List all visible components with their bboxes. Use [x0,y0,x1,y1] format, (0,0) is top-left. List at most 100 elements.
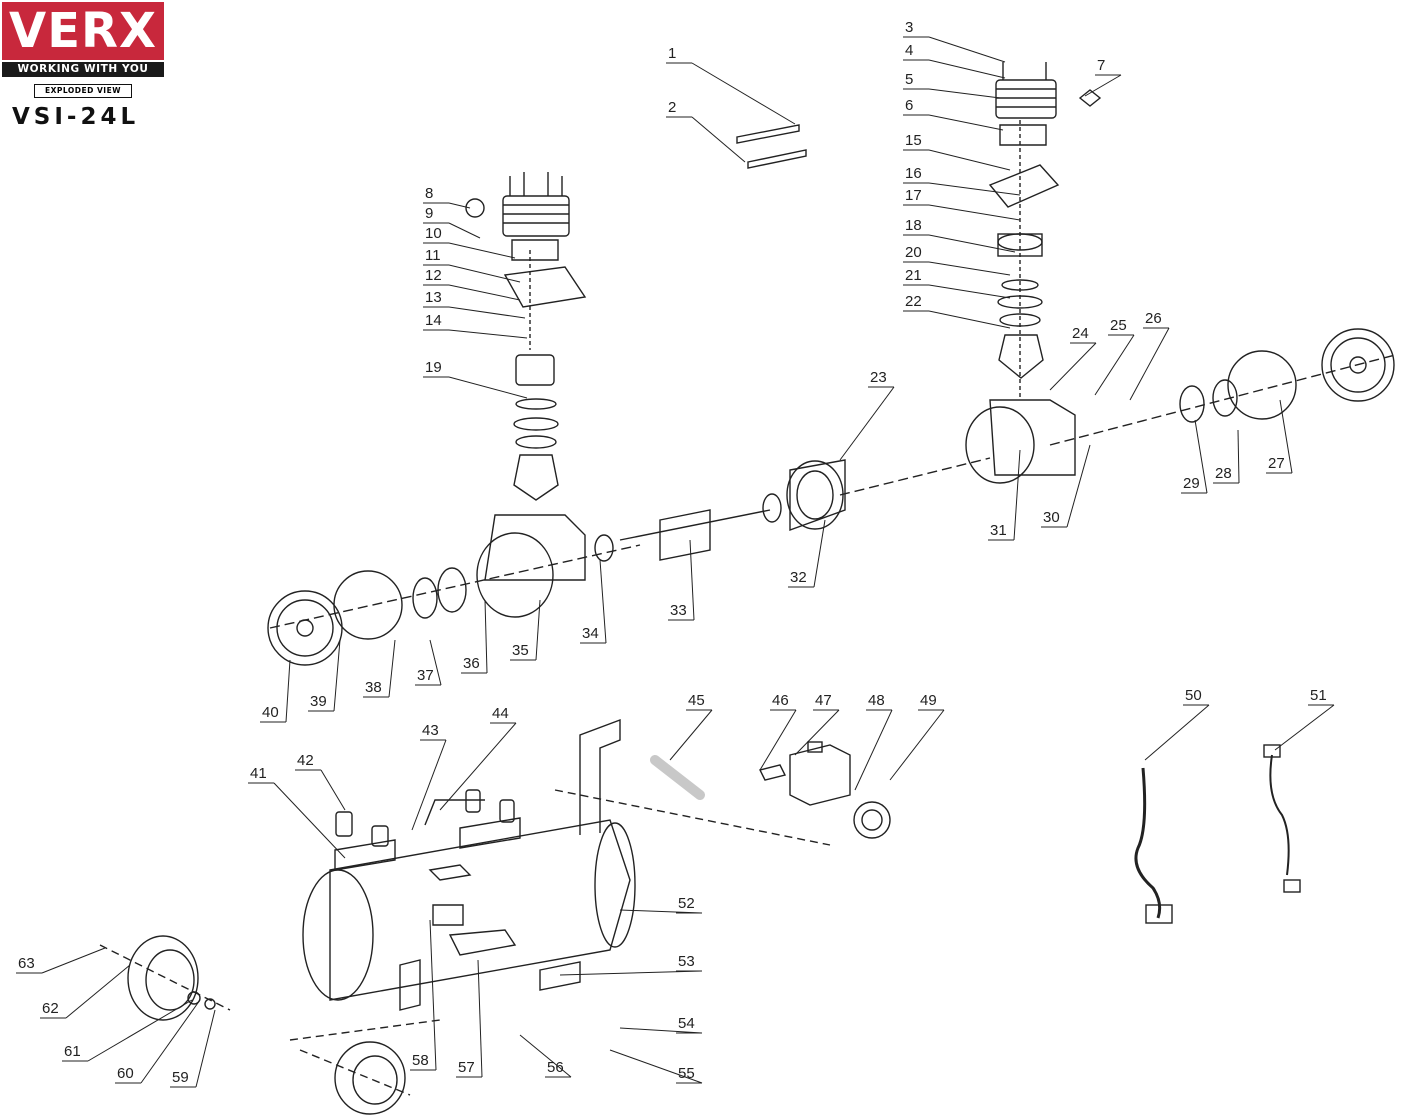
callout-leader-29 [1194,419,1208,494]
left-crankcase [267,514,641,666]
part-number-label: 60 [117,1065,134,1082]
callout-leader-19 [448,376,528,399]
part-number-label: 13 [425,289,442,306]
part-number-label: 16 [905,165,922,182]
part-number-label: 41 [250,765,267,782]
callout-leader-33 [689,539,695,621]
callout-leader-54 [619,1027,703,1034]
callout-leader-51 [1274,704,1335,751]
part-number-label: 19 [425,359,442,376]
part-number-label: 5 [905,71,913,88]
callout-leader-7 [1084,74,1122,97]
callout-leader-45 [669,709,713,761]
callout-leader-9 [448,222,481,239]
callout-leader-5 [928,88,1001,99]
callout-leader-15 [928,149,1011,171]
callout-leader-21 [928,284,1011,299]
callout-leader-1 [691,62,796,125]
part-number-label: 25 [1110,317,1127,334]
callout-leader-22 [928,310,1011,329]
callout-leader-48 [854,709,893,791]
callout-leader-46 [759,709,797,771]
model-name: VSI-24L [12,104,140,130]
part-number-label: 3 [905,19,913,36]
part-number-label: 47 [815,692,832,709]
part-number-label: 31 [990,522,1007,539]
part-number-label: 22 [905,293,922,310]
callout-leader-63 [41,947,106,974]
callout-leader-30 [1066,444,1091,528]
right-cylinder-assembly [965,62,1102,484]
callout-leader-28 [1237,429,1240,484]
part-number-label: 57 [458,1059,475,1076]
part-number-label: 48 [868,692,885,709]
callout-leader-56 [519,1034,572,1078]
part-number-label: 35 [512,642,529,659]
part-number-label: 63 [18,955,35,972]
part-number-label: 38 [365,679,382,696]
part-number-label: 40 [262,704,279,721]
callout-leader-10 [448,242,516,259]
callout-leader-6 [928,114,1004,131]
callout-leader-62 [65,964,131,1019]
part-number-label: 9 [425,205,433,222]
callout-leader-16 [928,182,1021,196]
part-number-label: 30 [1043,509,1060,526]
callout-leader-3 [928,36,1006,63]
callout-leader-42 [320,769,346,811]
callout-leader-20 [928,261,1011,276]
part-number-label: 46 [772,692,789,709]
callout-leader-12 [448,284,521,301]
part-number-label: 39 [310,693,327,710]
part-number-label: 12 [425,267,442,284]
part-number-label: 59 [172,1069,189,1086]
callout-leader-43 [411,739,447,831]
callout-leader-36 [484,599,488,674]
callout-leader-32 [813,519,826,588]
part-number-label: 50 [1185,687,1202,704]
callout-leader-31 [1013,449,1021,541]
part-number-label: 15 [905,132,922,149]
part-number-label: 8 [425,185,433,202]
part-number-label: 53 [678,953,695,970]
left-cylinder-assembly [465,172,587,501]
part-number-label: 44 [492,705,509,722]
part-number-label: 23 [870,369,887,386]
callout-leader-52 [619,909,703,914]
part-number-label: 10 [425,225,442,242]
callout-leader-58 [429,919,437,1071]
motor-assembly [619,457,991,561]
part-number-label: 62 [42,1000,59,1017]
part-number-label: 7 [1097,57,1105,74]
part-number-label: 26 [1145,310,1162,327]
callout-leader-49 [889,709,945,781]
part-number-label: 51 [1310,687,1327,704]
part-number-label: 14 [425,312,442,329]
callout-leader-47 [794,709,840,756]
part-number-label: 29 [1183,475,1200,492]
callout-leader-25 [1094,334,1135,396]
part-number-label: 34 [582,625,599,642]
pressure-switch [554,741,891,846]
callout-leader-55 [609,1049,703,1084]
callout-leader-18 [928,234,1016,253]
callout-leader-2 [691,116,746,163]
part-number-label: 55 [678,1065,695,1082]
callout-leader-17 [928,204,1021,221]
view-label: EXPLODED VIEW [34,84,132,98]
part-number-label: 1 [668,45,676,62]
wheels [99,935,441,1115]
part-number-label: 2 [668,99,676,116]
callout-leader-38 [388,639,396,698]
callout-leader-37 [429,639,442,686]
logo-badge: VERX [2,2,164,60]
part-number-label: 56 [547,1059,564,1076]
callout-leader-24 [1049,342,1097,391]
callout-leader-26 [1129,327,1170,401]
callout-leader-60 [140,999,201,1084]
logo-tagline: WORKING WITH YOU [2,62,164,77]
part-number-label: 20 [905,244,922,261]
part-number-label: 32 [790,569,807,586]
part-number-label: 61 [64,1043,81,1060]
